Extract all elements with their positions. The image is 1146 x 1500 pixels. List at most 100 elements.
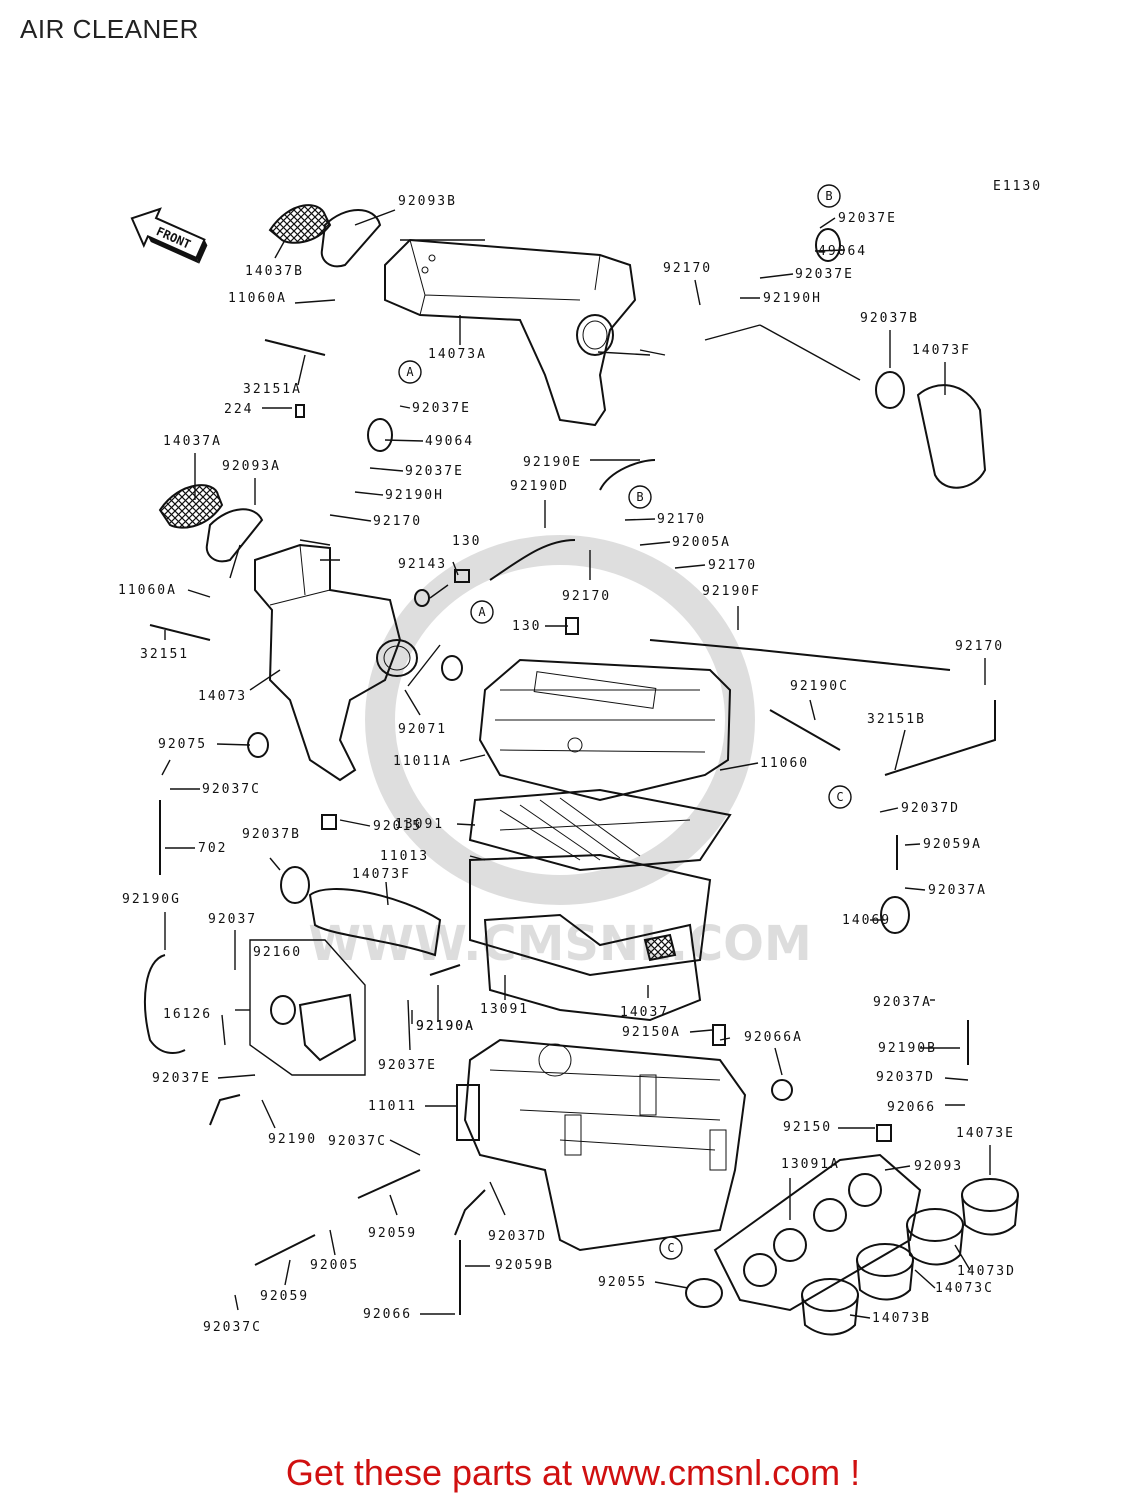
leader-line [217, 1074, 256, 1079]
leader-line [624, 518, 656, 521]
leader-line [689, 1029, 713, 1033]
part-label: 13091 [480, 1002, 529, 1017]
part-label: 130 [512, 619, 541, 634]
part-label: 92055 [598, 1275, 647, 1290]
leader-line [774, 1047, 783, 1076]
part-label: 92190G [122, 892, 181, 907]
leader-line [914, 1269, 936, 1289]
leader-line [389, 1194, 398, 1216]
part-label: 32151A [243, 382, 302, 397]
part-label: 92005A [672, 535, 731, 550]
leader-line [719, 762, 759, 771]
callout-bubble: C [659, 1236, 683, 1260]
part-label: 92190C [790, 679, 849, 694]
leader-line [354, 491, 384, 496]
leader-line [299, 539, 331, 546]
part-label: 92190D [510, 479, 569, 494]
part-label: 16126 [163, 1007, 212, 1022]
part-label: 14037A [163, 434, 222, 449]
front-arrow-icon: FRONT [130, 207, 208, 264]
part-label: 13091A [781, 1157, 840, 1172]
air-duct-upper [384, 238, 637, 427]
part-label: 92066 [363, 1307, 412, 1322]
leader-line [719, 1037, 731, 1041]
part-label: 92190H [385, 488, 444, 503]
throttle-holder-13091a [713, 1153, 922, 1312]
page-title: AIR CLEANER [20, 14, 199, 44]
leader-line [904, 843, 921, 846]
part-label: 11060 [760, 756, 809, 771]
part-label: 14073E [956, 1126, 1015, 1141]
part-label: 92150 [783, 1120, 832, 1135]
leader-line [429, 584, 449, 599]
part-label: 92190B [878, 1041, 937, 1056]
air-filter-element [468, 788, 732, 872]
watermark-text: WWW.CMSNL.COM [308, 916, 812, 972]
leader-line [329, 514, 372, 522]
leader-line [849, 1314, 871, 1319]
leader-line [269, 857, 281, 871]
part-label: 92170 [708, 558, 757, 573]
leader-line [221, 1014, 226, 1046]
footer-link[interactable]: Get these parts at www.cmsnl.com ! [285, 1452, 861, 1493]
part-label: 11013 [380, 849, 429, 864]
small-parts [247, 228, 910, 1308]
leader-line [297, 354, 306, 386]
part-label: 14073A [428, 347, 487, 362]
part-label: 14037 [620, 1005, 669, 1020]
leader-line [407, 644, 441, 687]
part-label: 92059A [923, 837, 982, 852]
callout-letter: C [667, 1241, 674, 1255]
part-label: 92037E [405, 464, 464, 479]
callout-bubble: A [398, 360, 422, 384]
frame-92160 [249, 939, 366, 1076]
part-label: 14073D [957, 1264, 1016, 1279]
leader-line [249, 669, 281, 691]
part-label: 92037E [795, 267, 854, 282]
part-label: 92037B [242, 827, 301, 842]
callout-letter: A [406, 365, 414, 379]
part-label: 92160 [253, 945, 302, 960]
leader-line [187, 589, 211, 598]
part-label: 49064 [425, 434, 474, 449]
leader-line [407, 999, 411, 1051]
part-label: 92071 [398, 722, 447, 737]
leader-line [384, 439, 424, 442]
screen-14037 [643, 933, 677, 962]
part-label: 92075 [158, 737, 207, 752]
part-label: 92037D [901, 801, 960, 816]
part-label: 92190E [523, 455, 582, 470]
part-label: 92037C [328, 1134, 387, 1149]
leader-line [759, 273, 794, 279]
part-label: 92037E [838, 211, 897, 226]
leader-line [469, 855, 486, 861]
callout-bubble: B [628, 485, 652, 509]
part-label: 92093 [914, 1159, 963, 1174]
part-label: 92093B [398, 194, 457, 209]
funnels-14073 [801, 1178, 1019, 1336]
part-label: 92066A [744, 1030, 803, 1045]
part-label: 92066 [887, 1100, 936, 1115]
leader-line [234, 1294, 239, 1311]
air-cleaner-cover [478, 658, 732, 802]
part-label: 702 [198, 841, 227, 856]
leader-line [674, 564, 706, 569]
part-label: 92190A [416, 1019, 475, 1034]
watermark-logo: WWW.CMSNL.COM [308, 535, 812, 972]
filter-14037a [158, 484, 224, 529]
leader-line [704, 324, 761, 341]
part-label: 92037E [378, 1058, 437, 1073]
part-label: 14073B [872, 1311, 931, 1326]
leader-line [944, 1077, 969, 1081]
callout-letter: C [836, 790, 843, 804]
leader-line [161, 759, 171, 776]
leader-lines [161, 209, 991, 1319]
leader-line [884, 1165, 911, 1171]
leader-line [597, 351, 651, 356]
part-label: 92037A [873, 995, 932, 1010]
callout-letter: B [825, 189, 832, 203]
part-label: 49064 [818, 244, 867, 259]
filter-14037b [268, 204, 332, 244]
